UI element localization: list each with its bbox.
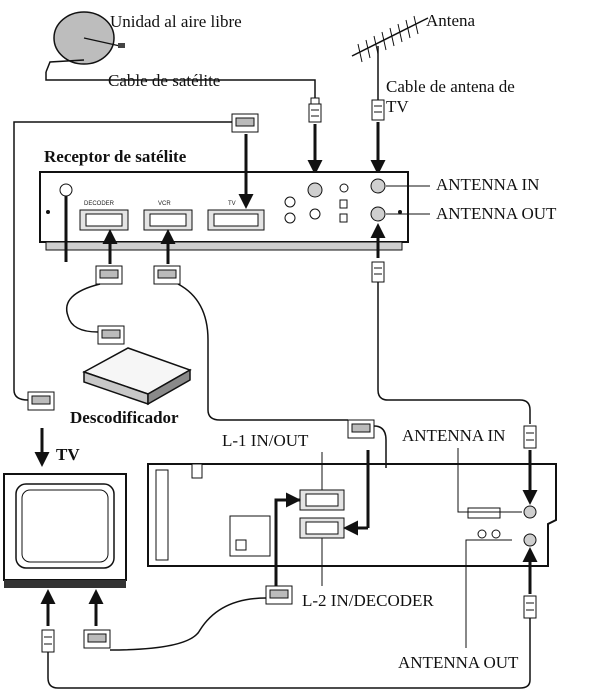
vcr [147,463,557,567]
tv-antenna-cable-label: Cable de antena de TV [386,77,519,116]
vcr-antenna-in-jack [523,505,537,519]
vcr-antenna-in-label: ANTENNA IN [402,426,505,445]
receiver-scart-vcr: VCR [143,201,193,231]
receiver-scart-decoder: DECODER [79,201,129,231]
scart-plug-vcr-1 [153,265,181,285]
satellite-cable [45,72,316,98]
satellite-cable-plug [308,97,322,123]
receiver-out-plug [371,261,385,283]
svg-text:TV: TV [228,201,236,207]
outdoor-unit-label: Unidad al aire libre [110,12,242,31]
svg-text:DECODER: DECODER [84,201,115,207]
cable-receiver-vcr [177,283,348,421]
receiver-antenna-out-jack [370,206,386,222]
cable-vcr-tv-antenna [47,618,531,689]
scart-plug-decoder-1 [95,265,123,285]
vcr-antenna-out-label: ANTENNA OUT [398,653,519,672]
receiver-antenna-in-jack [370,178,386,194]
tv-set [3,473,127,588]
scart-plug-vcr-2 [347,419,375,439]
decoder-label: Descodificador [70,408,179,427]
scart-plug-receiver-tv [231,113,259,133]
vcr-antenna-out-jack [523,533,537,547]
receiver-scart-tv: TV [207,201,265,231]
satellite-cable-label: Cable de satélite [108,71,220,90]
antenna-cable-plug [371,99,385,121]
vcr-out-plug [523,595,537,619]
satellite-receiver-label: Receptor de satélite [44,147,187,166]
scart-plug-decoder-2 [97,325,125,345]
cable-decoder [66,283,101,333]
tv-label: TV [56,445,80,464]
satellite-dish-icon [45,11,125,73]
receiver-antenna-in-label: ANTENNA IN [436,175,539,194]
vcr-l2-label: L-2 IN/DECODER [302,591,434,610]
cable-receiver-tv-scart [13,121,232,390]
receiver-antenna-out-label: ANTENNA OUT [436,204,557,223]
svg-text:VCR: VCR [158,201,171,207]
decoder-box [82,347,192,406]
scart-plug-tv-top [27,391,55,411]
tv-antenna-icon [351,15,429,100]
satellite-receiver: DECODER VCR TV [39,171,409,262]
scart-plug-tv-bottom [83,629,111,649]
tv-antenna-plug [41,629,55,653]
antenna-label: Antena [426,11,476,30]
vcr-l1-label: L-1 IN/OUT [222,431,309,450]
vcr-in-plug [523,425,537,449]
scart-plug-l1-bottom [265,585,293,605]
cable-receiver-vcr-antenna [377,282,531,424]
